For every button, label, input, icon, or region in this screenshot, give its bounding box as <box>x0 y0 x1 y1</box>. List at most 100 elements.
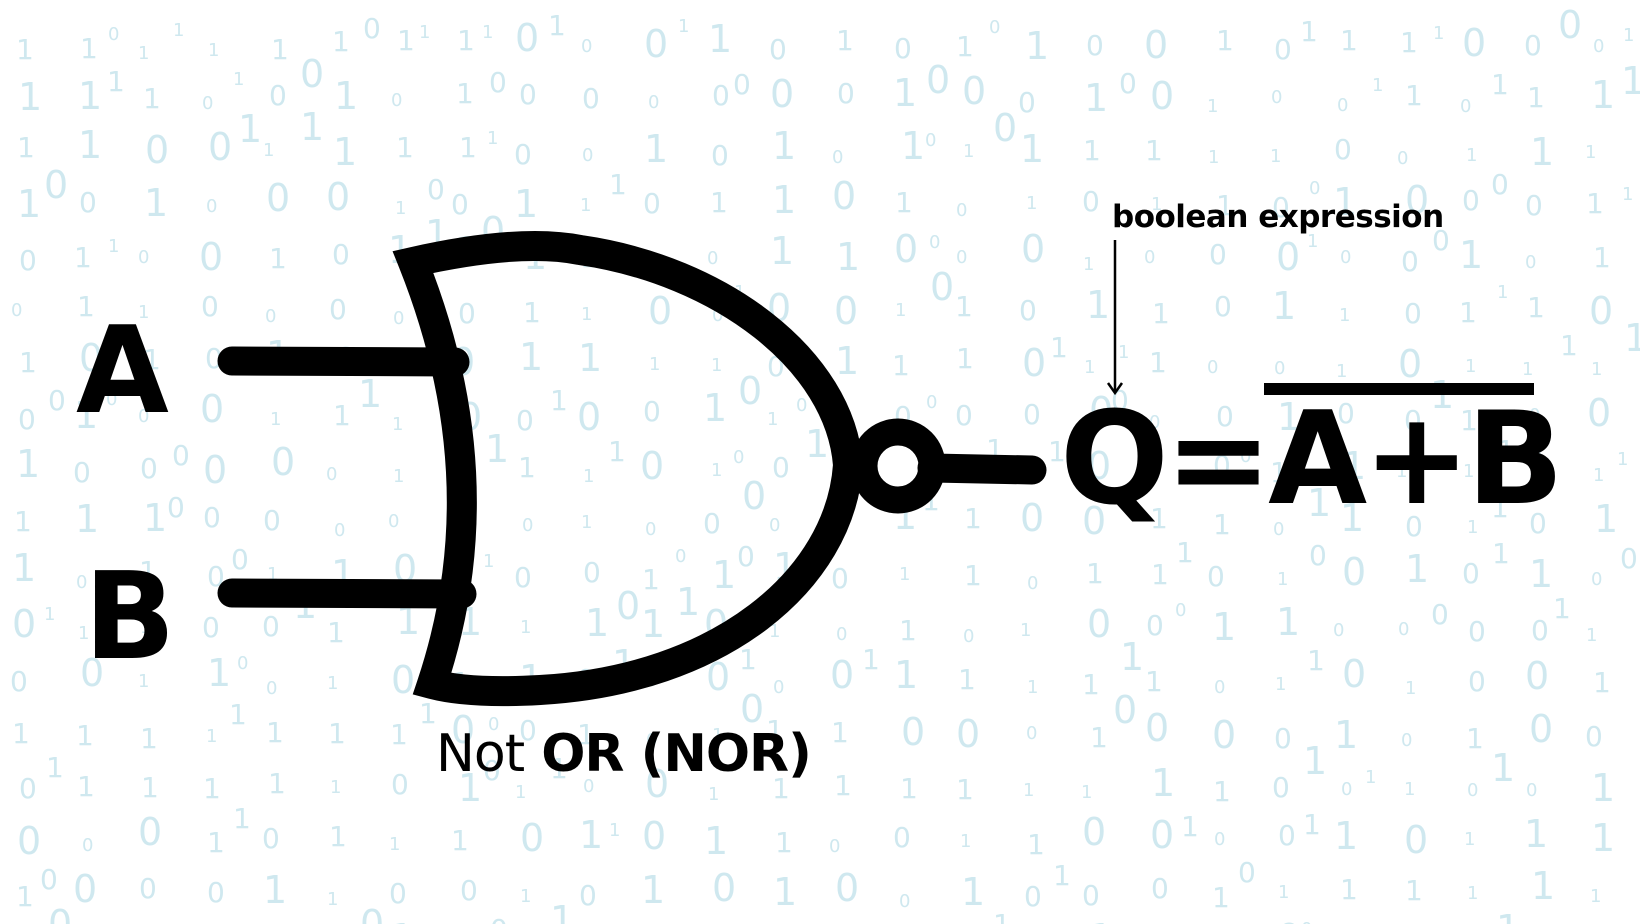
svg-text:1: 1 <box>1491 491 1509 524</box>
svg-text:1: 1 <box>1027 828 1045 861</box>
svg-text:0: 0 <box>1209 238 1227 271</box>
svg-text:0: 0 <box>1278 819 1296 852</box>
svg-text:0: 0 <box>489 66 507 99</box>
svg-text:0: 0 <box>202 611 220 644</box>
svg-text:1: 1 <box>1524 812 1548 856</box>
svg-text:0: 0 <box>711 139 729 172</box>
svg-text:0: 0 <box>963 626 974 647</box>
svg-text:0: 0 <box>519 714 537 747</box>
svg-text:0: 0 <box>955 399 973 432</box>
svg-text:0: 0 <box>675 546 686 567</box>
svg-text:1: 1 <box>1405 79 1423 112</box>
svg-text:1: 1 <box>1433 23 1444 44</box>
svg-text:0: 0 <box>1087 602 1111 646</box>
svg-text:1: 1 <box>577 718 595 751</box>
svg-text:0: 0 <box>1273 519 1284 540</box>
svg-text:0: 0 <box>616 584 640 628</box>
svg-text:1: 1 <box>16 33 34 66</box>
svg-text:1: 1 <box>1086 557 1104 590</box>
svg-text:1: 1 <box>458 766 482 810</box>
svg-text:0: 0 <box>1082 879 1100 912</box>
svg-text:1: 1 <box>1591 359 1602 380</box>
svg-text:1: 1 <box>14 505 32 538</box>
svg-text:1: 1 <box>78 623 89 644</box>
svg-text:0: 0 <box>1405 510 1423 543</box>
svg-text:1: 1 <box>1491 68 1509 101</box>
svg-text:0: 0 <box>167 491 185 524</box>
svg-text:0: 0 <box>1272 191 1290 224</box>
svg-text:0: 0 <box>893 821 911 854</box>
svg-text:1: 1 <box>550 898 574 924</box>
svg-text:0: 0 <box>48 384 66 417</box>
svg-text:1: 1 <box>1277 569 1288 590</box>
svg-text:1: 1 <box>893 71 917 115</box>
svg-text:1: 1 <box>1340 24 1358 57</box>
svg-text:1: 1 <box>963 141 974 162</box>
svg-text:0: 0 <box>738 369 762 413</box>
svg-text:0: 0 <box>1462 557 1480 590</box>
svg-text:1: 1 <box>1050 331 1068 364</box>
svg-text:0: 0 <box>733 68 751 101</box>
svg-text:0: 0 <box>832 147 843 168</box>
svg-text:0: 0 <box>458 297 476 330</box>
svg-text:0: 0 <box>488 714 499 735</box>
svg-text:0: 0 <box>645 762 669 806</box>
svg-text:0: 0 <box>1019 294 1037 327</box>
svg-text:0: 0 <box>1404 404 1422 437</box>
svg-text:1: 1 <box>1617 449 1628 470</box>
svg-text:1: 1 <box>1465 356 1476 377</box>
svg-text:0: 0 <box>391 90 402 111</box>
svg-text:1: 1 <box>207 651 231 695</box>
svg-text:1: 1 <box>1621 59 1640 103</box>
svg-text:1: 1 <box>1624 316 1640 360</box>
or-gate-body-icon <box>392 231 864 707</box>
svg-text:1: 1 <box>579 813 603 857</box>
svg-text:1: 1 <box>835 339 859 383</box>
svg-text:0: 0 <box>1491 168 1509 201</box>
svg-text:1: 1 <box>895 300 906 321</box>
svg-text:1: 1 <box>138 302 149 323</box>
svg-text:1: 1 <box>775 826 793 859</box>
svg-text:1: 1 <box>390 916 414 924</box>
svg-text:1: 1 <box>834 769 852 802</box>
svg-text:1: 1 <box>899 564 910 585</box>
svg-text:0: 0 <box>208 125 232 169</box>
svg-text:1: 1 <box>1405 874 1423 907</box>
svg-text:1: 1 <box>17 182 41 226</box>
svg-text:0: 0 <box>522 515 533 536</box>
svg-text:0: 0 <box>642 814 666 858</box>
svg-text:1: 1 <box>1585 142 1596 163</box>
svg-text:1: 1 <box>862 643 880 676</box>
svg-text:0: 0 <box>1274 33 1292 66</box>
svg-text:1: 1 <box>1466 145 1477 166</box>
svg-text:1: 1 <box>1405 678 1416 699</box>
svg-text:0: 0 <box>1342 550 1366 594</box>
svg-text:0: 0 <box>1467 780 1478 801</box>
svg-text:0: 0 <box>640 444 664 488</box>
svg-text:1: 1 <box>550 384 568 417</box>
gate-caption: Not OR (NOR) <box>436 728 812 780</box>
svg-text:0: 0 <box>139 872 157 905</box>
svg-text:0: 0 <box>899 891 910 912</box>
svg-text:0: 0 <box>1082 185 1100 218</box>
svg-text:1: 1 <box>487 128 498 149</box>
svg-text:1: 1 <box>74 393 98 437</box>
svg-text:0: 0 <box>138 406 149 427</box>
svg-text:1: 1 <box>233 802 251 835</box>
svg-text:1: 1 <box>329 820 347 853</box>
svg-text:1: 1 <box>1275 674 1286 695</box>
svg-text:1: 1 <box>1216 24 1234 57</box>
svg-text:1: 1 <box>1491 746 1515 790</box>
svg-text:1: 1 <box>1340 873 1358 906</box>
svg-text:1: 1 <box>327 673 338 694</box>
svg-text:1: 1 <box>457 24 475 57</box>
svg-text:1: 1 <box>1086 283 1110 327</box>
svg-text:0: 0 <box>1150 813 1174 857</box>
svg-text:0: 0 <box>388 511 399 532</box>
svg-text:0: 0 <box>712 866 736 910</box>
svg-text:0: 0 <box>1026 723 1037 744</box>
svg-text:1: 1 <box>1213 508 1231 541</box>
svg-text:1: 1 <box>1336 361 1347 382</box>
svg-text:0: 0 <box>956 247 967 268</box>
arrow-down-icon <box>1106 382 1124 396</box>
